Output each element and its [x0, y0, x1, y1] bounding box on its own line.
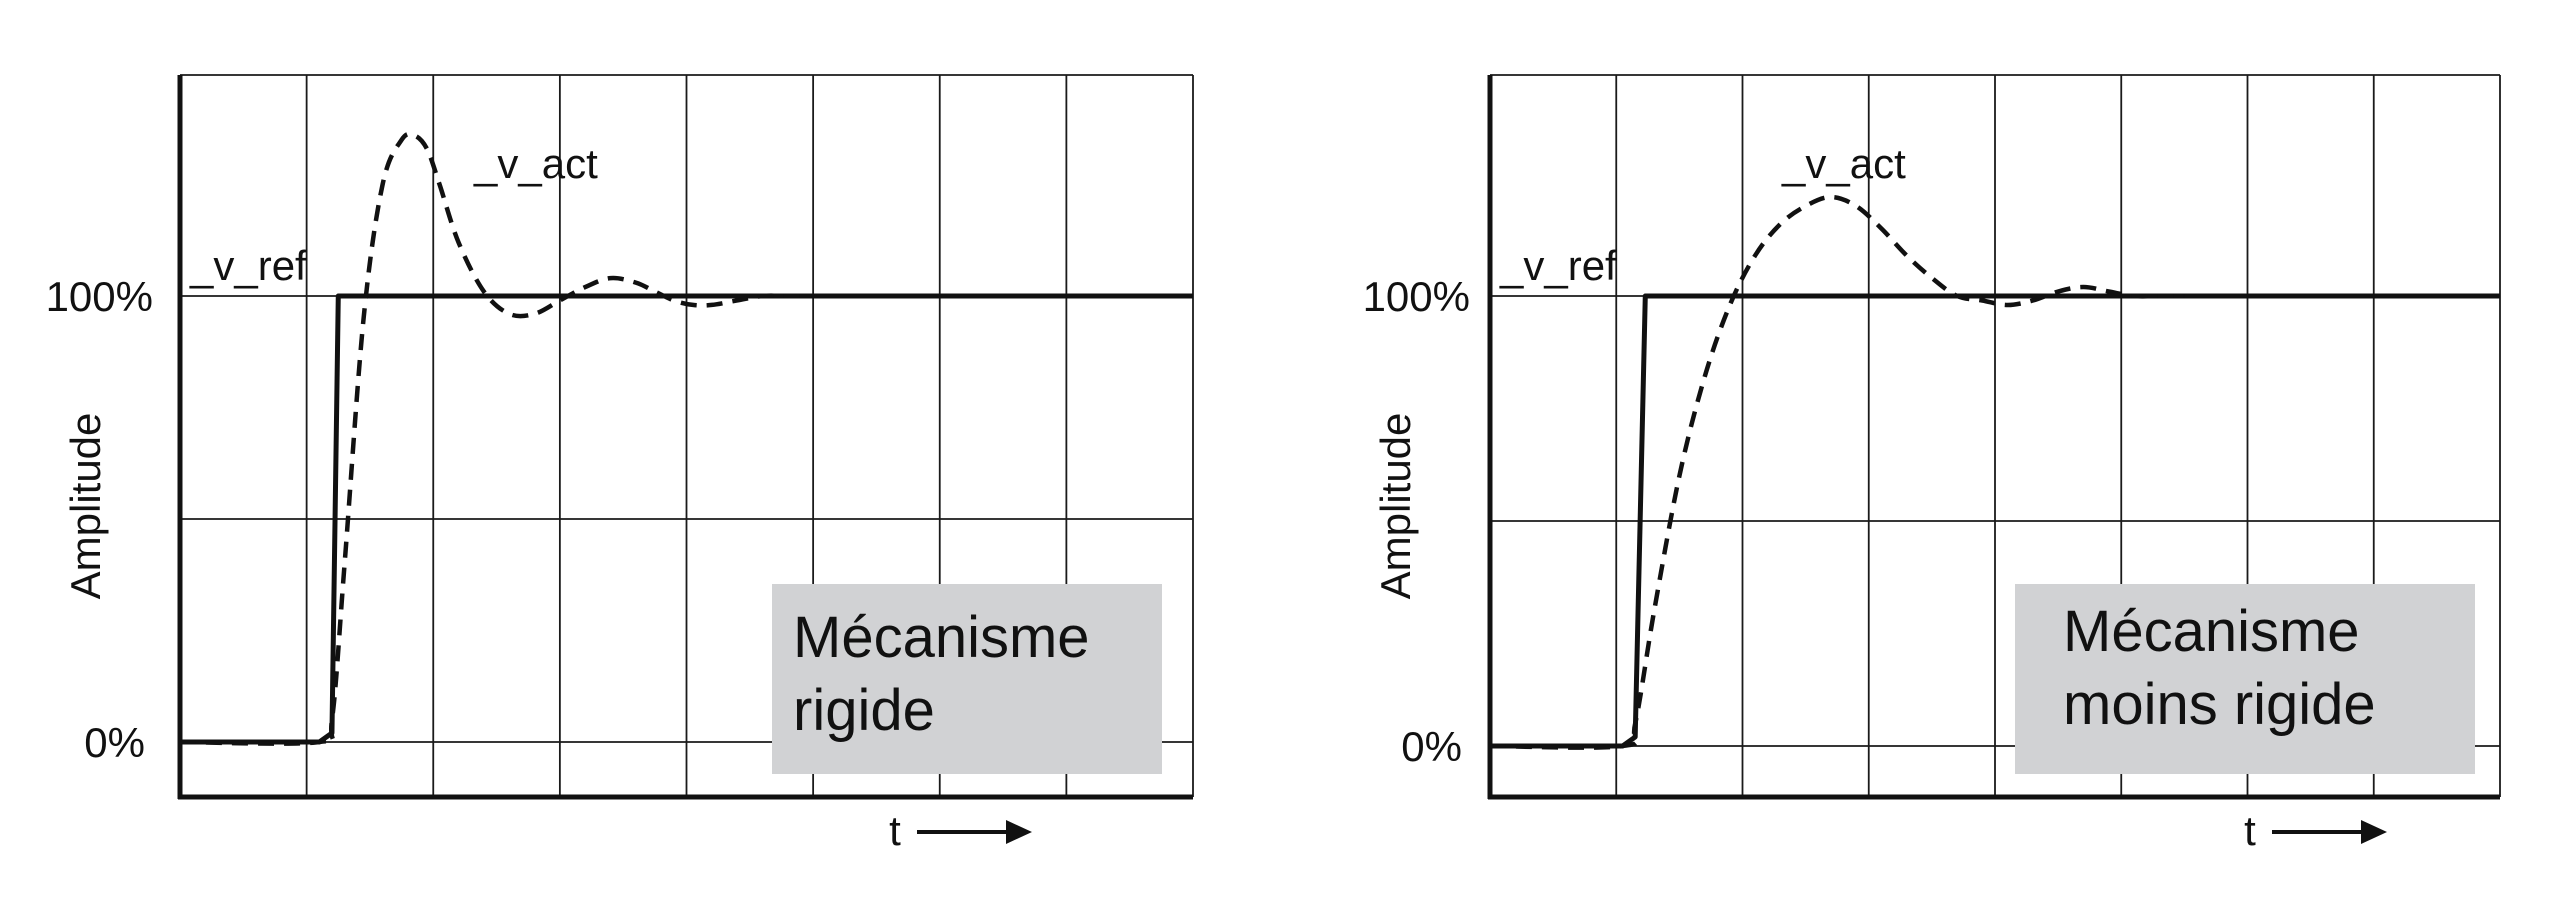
series-label-v-act: _v_act [473, 140, 598, 187]
x-axis-label: t [889, 807, 901, 854]
annotation-line-2: rigide [793, 678, 935, 743]
y-tick-label-0: 0% [84, 719, 145, 766]
y-axis-label: Amplitude [62, 413, 109, 600]
series-label-v-ref: _v_ref [189, 242, 307, 289]
x-axis-arrow-icon [1006, 820, 1032, 844]
chart-panel-1: 0% 100% Amplitude t Mécanisme rigide _v_ref _v_… [46, 74, 1194, 854]
annotation-line-1: Mécanisme [2063, 599, 2360, 664]
annotation-line-1: Mécanisme [793, 605, 1090, 670]
annotation-line-2: moins rigide [2063, 672, 2376, 737]
y-tick-label-100: 100% [1363, 273, 1470, 320]
y-axis-label: Amplitude [1372, 413, 1419, 600]
series-line-v-act [1489, 194, 2185, 750]
annotation-box [2015, 584, 2475, 774]
chart-panel-2: 0% 100% Amplitude t Mécanisme moins rigide _v_… [1363, 74, 2501, 854]
series-label-v-ref: _v_ref [1499, 242, 1617, 289]
x-axis-label: t [2244, 807, 2256, 854]
annotation-box [772, 584, 1162, 774]
series-label-v-act: _v_act [1781, 140, 1906, 187]
x-axis-arrow-icon [2361, 820, 2387, 844]
series-line-v-act [179, 131, 807, 746]
y-tick-label-0: 0% [1401, 723, 1462, 770]
y-tick-label-100: 100% [46, 273, 153, 320]
